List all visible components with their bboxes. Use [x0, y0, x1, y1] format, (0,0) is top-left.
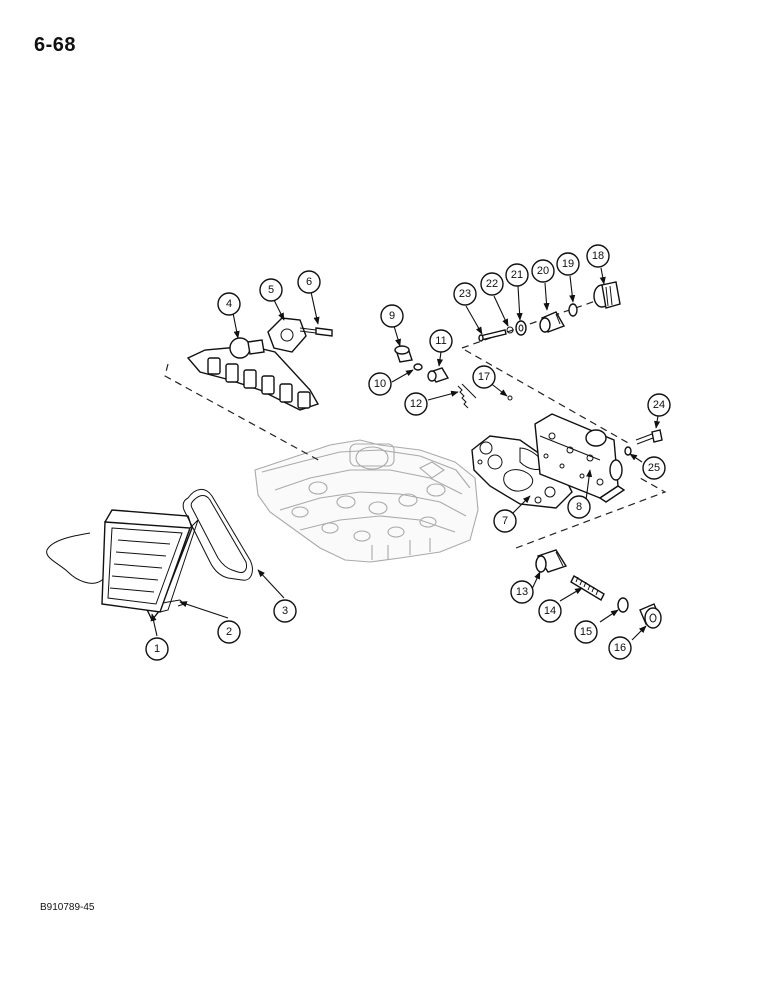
svg-text:1: 1: [154, 643, 160, 655]
ball-17: [507, 395, 513, 401]
svg-text:8: 8: [576, 501, 582, 513]
callout-20: 20: [531, 259, 555, 283]
callout-19: 19: [556, 252, 580, 276]
svg-text:9: 9: [389, 310, 395, 322]
washer-25: [624, 446, 632, 456]
figure-code: B910789-45: [40, 902, 95, 913]
callout-1: 1: [145, 637, 169, 661]
svg-text:15: 15: [580, 626, 592, 638]
leader-lines: [150, 267, 661, 641]
svg-text:12: 12: [410, 398, 422, 410]
sleeve-20: [539, 311, 566, 333]
callout-15: 15: [574, 620, 598, 644]
bolt-24: [635, 429, 663, 445]
callout-7: 7: [493, 509, 517, 533]
svg-text:2: 2: [226, 626, 232, 638]
callout-14: 14: [538, 599, 562, 623]
callout-12: 12: [404, 392, 428, 416]
callout-21: 21: [505, 263, 529, 287]
bolt-6: [299, 327, 333, 337]
svg-text:13: 13: [516, 586, 528, 598]
plug-9: [394, 345, 413, 363]
assembly-line-lower-right: [515, 477, 667, 549]
plug-18: [593, 281, 621, 309]
svg-text:23: 23: [459, 288, 471, 300]
callout-11: 11: [429, 329, 453, 353]
svg-text:7: 7: [502, 515, 508, 527]
callout-2: 2: [217, 620, 241, 644]
svg-text:17: 17: [478, 371, 490, 383]
svg-text:11: 11: [435, 335, 446, 347]
valve-stem-23: [478, 329, 507, 342]
valve-body-housing-ghost: [254, 439, 479, 563]
assembly-line-top-right: [461, 295, 611, 349]
separator-gasket: [471, 435, 573, 509]
callout-16: 16: [608, 636, 632, 660]
oil-screen: [101, 509, 199, 622]
svg-text:24: 24: [653, 399, 665, 411]
callout-23: 23: [453, 282, 477, 306]
end-cover: [534, 413, 626, 503]
callout-18: 18: [586, 244, 610, 268]
o-ring-19: [568, 303, 578, 317]
o-ring-10: [413, 363, 423, 371]
callout-10: 10: [368, 372, 392, 396]
svg-text:5: 5: [268, 284, 274, 296]
callout-17: 17: [472, 365, 496, 389]
assembly-line-upper-left: [164, 363, 323, 463]
svg-text:18: 18: [592, 250, 604, 262]
page-number: 6-68: [34, 34, 77, 56]
callout-5: 5: [259, 278, 283, 302]
assembly-line-right: [464, 349, 631, 445]
svg-text:22: 22: [486, 278, 498, 290]
callout-25: 25: [642, 456, 666, 480]
washer-21: [515, 320, 527, 336]
valve-11: [427, 367, 450, 383]
solenoid-harness: [186, 337, 320, 411]
spring-12: [457, 383, 477, 409]
callout-3: 3: [273, 599, 297, 623]
callout-9: 9: [380, 304, 404, 328]
svg-text:20: 20: [537, 265, 549, 277]
callout-6: 6: [297, 270, 321, 294]
fitting-13: [535, 549, 568, 573]
o-ring-15: [617, 597, 629, 613]
callout-13: 13: [510, 580, 534, 604]
callout-4: 4: [217, 292, 241, 316]
threaded-rod-14: [570, 575, 605, 601]
plug-16: [639, 603, 662, 629]
svg-text:16: 16: [614, 642, 626, 654]
svg-text:25: 25: [648, 462, 660, 474]
svg-text:21: 21: [511, 269, 523, 281]
svg-text:14: 14: [544, 605, 556, 617]
svg-text:4: 4: [226, 298, 232, 310]
cover-plate: [267, 317, 307, 353]
callout-24: 24: [647, 393, 671, 417]
svg-text:3: 3: [282, 605, 288, 617]
screen-gasket: [182, 489, 253, 581]
svg-text:19: 19: [562, 258, 574, 270]
svg-text:6: 6: [306, 276, 312, 288]
spacer-22: [506, 326, 514, 334]
callout-22: 22: [480, 272, 504, 296]
svg-text:10: 10: [374, 378, 386, 390]
callout-8: 8: [567, 495, 591, 519]
